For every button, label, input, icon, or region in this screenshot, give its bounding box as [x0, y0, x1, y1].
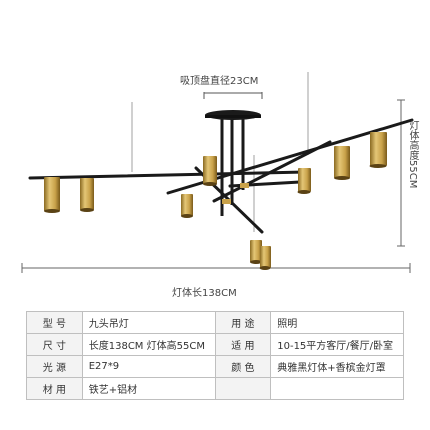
spec-value: 铁艺+铝材 — [81, 377, 216, 400]
shade-8 — [250, 240, 262, 264]
shades — [44, 132, 387, 270]
chandelier-drawing — [21, 72, 414, 273]
spec-row: 光 源 E27*9 颜 色 典雅黑灯体+香槟金灯罩 — [26, 355, 404, 378]
mount-dimension-line — [203, 92, 263, 99]
canopy-rim — [205, 115, 261, 118]
height-label: 灯体高度55CM — [407, 120, 418, 189]
spec-value: 长度138CM 灯体高55CM — [81, 333, 216, 356]
spec-key: 用 途 — [214, 311, 272, 334]
spec-value: 典雅黑灯体+香槟金灯罩 — [270, 355, 404, 378]
long-arm-left — [28, 170, 308, 180]
spec-value: 九头吊灯 — [81, 311, 216, 334]
product-illustration: 吸顶盘直径23CM 灯体长138CM 灯体高度55CM — [21, 72, 418, 299]
shade-9 — [259, 246, 271, 270]
spec-value: E27*9 — [81, 355, 216, 378]
shade-6 — [334, 146, 350, 180]
suspension-wires — [131, 72, 309, 232]
spec-key: 适 用 — [214, 333, 272, 356]
shade-2 — [80, 178, 94, 212]
spec-key: 颜 色 — [214, 355, 272, 378]
spec-table: 型 号 九头吊灯 用 途 照明 尺 寸 长度138CM 灯体高55CM 适 用 … — [26, 311, 404, 400]
spec-key: 光 源 — [26, 355, 83, 378]
short-arm — [212, 140, 332, 203]
shade-3 — [203, 156, 217, 186]
spec-row: 型 号 九头吊灯 用 途 照明 — [26, 311, 404, 334]
length-dimension-line — [21, 263, 411, 273]
mount-diameter-label: 吸顶盘直径23CM — [180, 76, 259, 87]
spec-value — [270, 377, 404, 400]
spec-key — [214, 377, 272, 400]
spec-row: 尺 寸 长度138CM 灯体高55CM 适 用 10-15平方客厅/餐厅/卧室 — [26, 333, 404, 356]
joint-blocks — [222, 183, 249, 204]
shade-5 — [297, 168, 311, 194]
spec-row: 材 用 铁艺+铝材 — [26, 377, 404, 400]
spec-value: 10-15平方客厅/餐厅/卧室 — [270, 333, 404, 356]
spec-key: 尺 寸 — [26, 333, 83, 356]
shade-7 — [369, 132, 387, 168]
spec-key: 材 用 — [26, 377, 83, 400]
spec-value: 照明 — [270, 311, 404, 334]
shade-4 — [181, 194, 193, 218]
shade-1 — [44, 177, 60, 213]
length-label: 灯体长138CM — [172, 288, 237, 299]
spec-key: 型 号 — [26, 311, 83, 334]
